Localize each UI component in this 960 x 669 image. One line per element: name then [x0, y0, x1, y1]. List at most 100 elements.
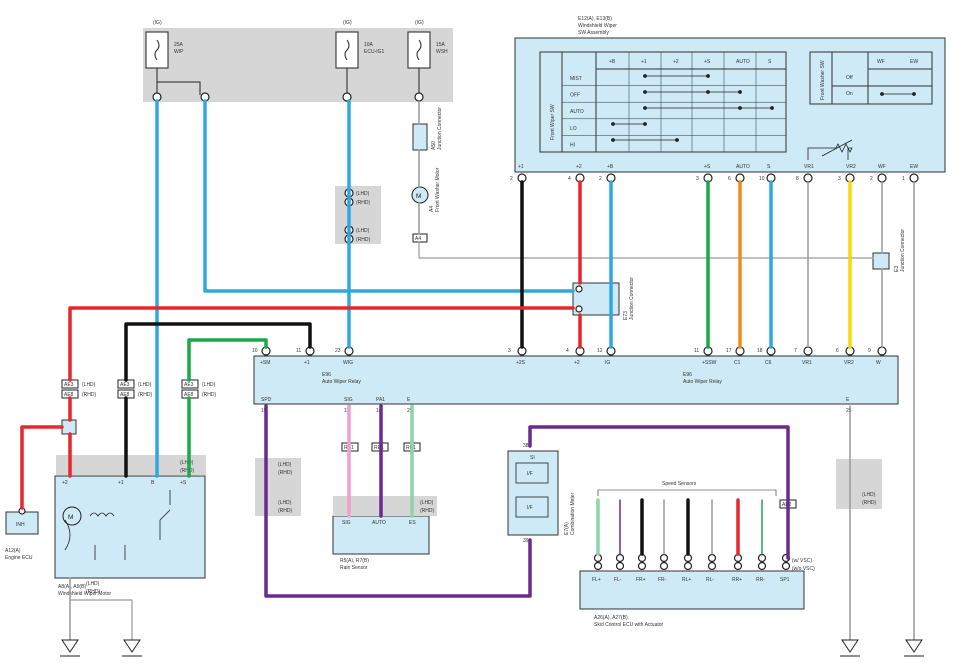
svg-text:Windshield Wiper Motor: Windshield Wiper Motor	[58, 591, 111, 597]
svg-text:Front Washer SW: Front Washer SW	[820, 60, 826, 100]
switch-pin-number: 10	[759, 176, 765, 182]
front-washer-motor	[411, 186, 429, 204]
wire-blue-wip-e73	[203, 99, 575, 293]
skid-terminal-label: RL-	[706, 577, 714, 583]
svg-text:Rain Sensor: Rain Sensor	[340, 565, 368, 571]
svg-text:A4: A4	[429, 206, 435, 212]
skid-pin	[707, 553, 717, 563]
relay-pin-number: 9	[868, 348, 871, 354]
svg-text:+2: +2	[62, 480, 68, 486]
svg-text:B: B	[151, 480, 155, 486]
relay-terminal-label: VR2	[844, 360, 854, 366]
skid-pin	[757, 553, 767, 563]
switch-pin-number: 4	[568, 176, 571, 182]
switch-pin-number: 2	[510, 176, 513, 182]
skid-terminal-label: FR+	[636, 577, 646, 583]
relay-terminal-label: VR1	[802, 360, 812, 366]
relay-pin	[803, 346, 813, 356]
svg-text:E96: E96	[683, 372, 692, 378]
wire-purple-spd	[264, 404, 532, 598]
switch-pin	[877, 173, 887, 183]
relay-pin-number: 6	[836, 348, 839, 354]
svg-text:Combination Meter: Combination Meter	[570, 492, 576, 535]
svg-text:M: M	[416, 193, 421, 200]
svg-text:E3: E3	[894, 266, 900, 272]
svg-text:AE8: AE8	[184, 392, 194, 398]
svg-text:(IG): (IG)	[343, 20, 352, 26]
svg-text:Junction Connector: Junction Connector	[437, 107, 443, 150]
wire-washer-e3	[418, 241, 874, 259]
svg-text:(RHD): (RHD)	[202, 392, 216, 398]
switch-pin-number: 8	[796, 176, 799, 182]
svg-text:M: M	[68, 514, 73, 521]
connector-ae3-ae8-green: AE3 AE8 (LHD) (RHD)	[181, 379, 216, 399]
switch-pin	[803, 173, 813, 183]
skid-pin	[659, 553, 669, 563]
svg-text:(LHD): (LHD)	[862, 492, 876, 498]
skid-pin	[707, 561, 717, 571]
svg-text:WF: WF	[877, 59, 885, 65]
fuse-wsh: (IG) 15A WSH	[407, 20, 448, 69]
switch-pin-number: 2	[599, 176, 602, 182]
svg-text:(IG): (IG)	[415, 20, 424, 26]
svg-text:(RHD): (RHD)	[180, 468, 194, 474]
svg-text:(LHD): (LHD)	[278, 462, 292, 468]
svg-text:E7(A): E7(A)	[564, 522, 570, 535]
svg-text:(IG): (IG)	[153, 20, 162, 26]
auto-wiper-relay	[253, 355, 899, 405]
svg-text:38: 38	[523, 443, 529, 449]
svg-text:AE8: AE8	[120, 392, 130, 398]
relay-pin-number: 11	[694, 348, 699, 354]
svg-text:39: 39	[523, 538, 529, 544]
switch-row-label: MIST	[570, 76, 582, 82]
svg-text:Junction Connector: Junction Connector	[900, 229, 906, 272]
svg-text:(LHD): (LHD)	[356, 228, 370, 234]
svg-text:SI: SI	[530, 455, 535, 461]
svg-text:AE3: AE3	[64, 382, 74, 388]
switch-terminal-label: WF	[878, 164, 886, 170]
svg-text:Engine ECU: Engine ECU	[5, 555, 33, 561]
junction-a50	[412, 123, 428, 151]
relay-terminal-label: SIG	[344, 397, 353, 403]
skid-pin	[637, 561, 647, 571]
svg-text:(LHD): (LHD)	[420, 500, 434, 506]
connector-lhd-rhd-block	[335, 186, 381, 244]
svg-text:Auto Wiper Relay: Auto Wiper Relay	[322, 379, 361, 385]
relay-terminal-label: +SM	[260, 360, 270, 366]
switch-column-label: +S	[704, 59, 711, 65]
switch-terminal-label: +B	[607, 164, 614, 170]
svg-text:(LHD): (LHD)	[356, 191, 370, 197]
svg-text:WSH: WSH	[436, 49, 448, 55]
relay-terminal-label: PA1	[376, 397, 385, 403]
svg-text:15A: 15A	[436, 42, 446, 48]
svg-text:E73: E73	[623, 311, 629, 320]
relay-pin-number: 18	[757, 348, 763, 354]
skid-pin	[757, 561, 767, 571]
svg-text:A50: A50	[431, 141, 437, 150]
svg-text:ES: ES	[409, 520, 416, 526]
relay-pin-number: 3	[508, 348, 511, 354]
skid-terminal-label: FL-	[614, 577, 622, 583]
switch-terminal-label: VR2	[846, 164, 856, 170]
switch-column-label: AUTO	[736, 59, 750, 65]
wire-purple-si	[528, 425, 790, 560]
switch-row-label: AUTO	[570, 109, 584, 115]
svg-text:Auto Wiper Relay: Auto Wiper Relay	[683, 379, 722, 385]
switch-pin-number: 1	[902, 176, 905, 182]
relay-terminal-label: E	[407, 397, 411, 403]
svg-text:A8(A), A9(B): A8(A), A9(B)	[58, 584, 86, 590]
svg-text:(w/ VSC): (w/ VSC)	[792, 558, 812, 564]
relay-terminal-label: C6	[765, 360, 772, 366]
svg-text:10A: 10A	[364, 42, 374, 48]
spd-connector-block	[255, 458, 301, 516]
svg-text:(RHD): (RHD)	[862, 500, 876, 506]
svg-text:I/F: I/F	[527, 471, 533, 477]
switch-pin	[909, 173, 919, 183]
relay-pin-number: 14	[376, 408, 382, 414]
skid-terminal-label: FL+	[592, 577, 601, 583]
skid-pin	[615, 561, 625, 571]
fuse-ecu-ig1: (IG) 10A ECU-IG1	[335, 20, 385, 69]
wire-red-engine	[68, 306, 575, 382]
switch-column-label: +B	[609, 59, 616, 65]
